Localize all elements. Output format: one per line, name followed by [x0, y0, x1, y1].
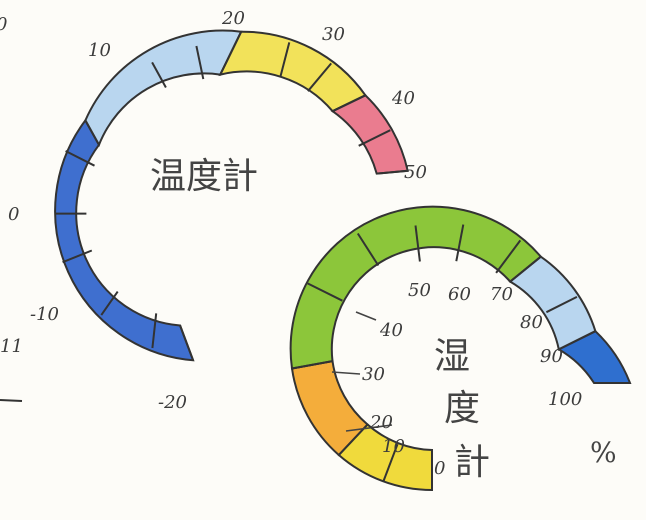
- hygro-label-50: 50: [408, 280, 431, 301]
- thermo-label-40: 40: [391, 88, 415, 109]
- thermo-label-20: 20: [221, 8, 245, 29]
- thermo-ticks: [55, 31, 408, 361]
- hygro-label-70: 70: [490, 284, 513, 305]
- thermo-label-minus20: -20: [158, 392, 187, 413]
- thermo-label-50: 50: [404, 162, 427, 183]
- thermo-label-minus10: -10: [30, 304, 59, 325]
- stray-mark-top: 0: [0, 14, 7, 35]
- hygro-label-20: 20: [369, 412, 393, 433]
- hygro-label-40: 40: [379, 320, 403, 341]
- hygro-leader-lines: [331, 311, 393, 432]
- hygro-label-10: 10: [382, 436, 405, 457]
- hygro-label-30: 30: [362, 364, 385, 385]
- hygro-label-0: 0: [434, 458, 445, 479]
- hygro-band-comfort: [289, 205, 543, 370]
- thermo-label-30: 30: [322, 24, 345, 45]
- hygrometer-gauge: 0 10 20 30 40 50 60 70 80 90 100 湿 度 計 %: [289, 205, 632, 492]
- thermometer-gauge: -20 -10 0 10 20 30 40 50 温度計 ℃: [8, 8, 451, 413]
- thermometer-title: 温度計: [150, 156, 258, 197]
- stray-mark-eleven: 11: [0, 336, 23, 357]
- thermo-label-0: 0: [8, 204, 19, 225]
- hygrometer-title-char-2: 度: [444, 388, 480, 429]
- hygro-label-80: 80: [520, 312, 543, 333]
- hygrometer-title-char-3: 計: [454, 442, 490, 483]
- stray-dash: [0, 399, 23, 402]
- hygrometer-unit: %: [590, 436, 617, 469]
- hygro-label-100: 100: [548, 389, 582, 410]
- thermo-label-10: 10: [88, 40, 111, 61]
- hygro-ticks: [291, 224, 630, 490]
- hygrometer-title-char-1: 湿: [434, 336, 470, 377]
- hygro-label-60: 60: [448, 284, 471, 305]
- stray-marks: 0 11: [0, 14, 23, 402]
- hygro-label-90: 90: [540, 346, 563, 367]
